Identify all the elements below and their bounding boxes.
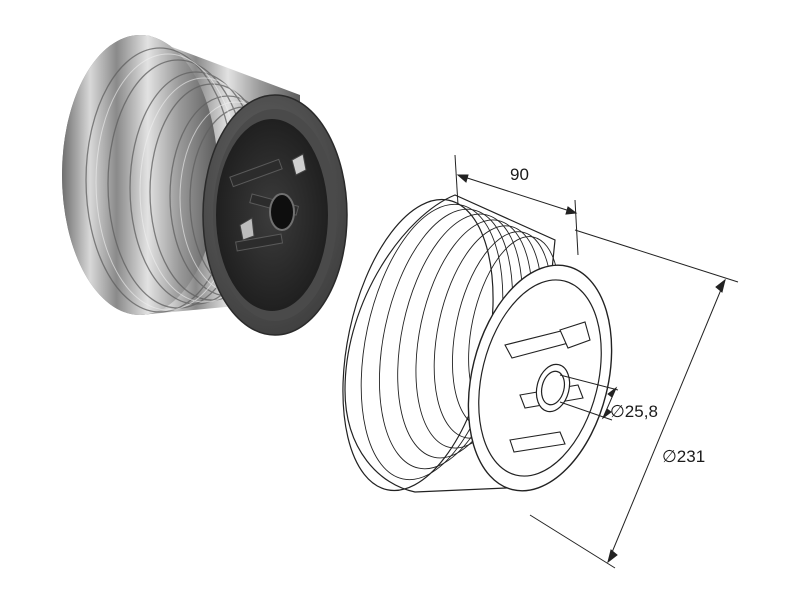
dimension-width-label: 90 <box>510 165 529 184</box>
dimension-outer-label: ∅231 <box>662 447 705 466</box>
drum-photo <box>62 35 348 336</box>
drum-bore <box>269 193 295 231</box>
dimension-lines <box>454 154 739 569</box>
drum-line-art <box>342 194 613 493</box>
dimension-bore-label: ∅25,8 <box>610 402 658 421</box>
drum-line-bore <box>535 363 571 413</box>
